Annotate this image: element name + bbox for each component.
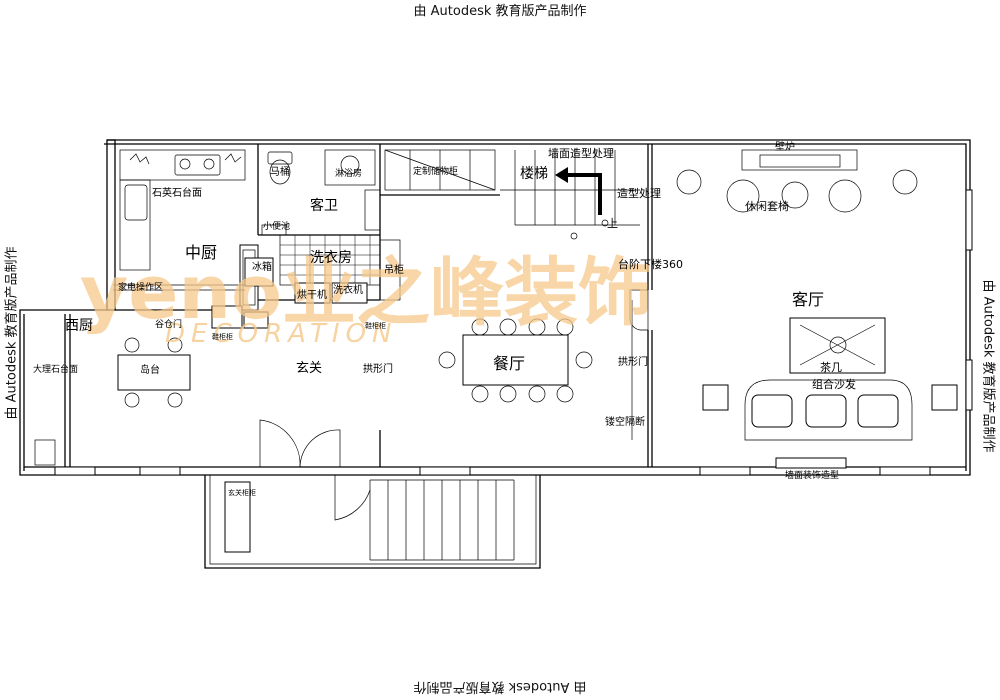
label-custom-storage: 定制储物柜: [413, 165, 458, 177]
label-wall-decor: 墙面装饰造型: [785, 469, 839, 481]
label-tea-table: 茶几: [820, 361, 842, 374]
watermark-brand: yeno业之峰装饰: [80, 250, 652, 336]
label-stairs: 楼梯: [520, 166, 548, 182]
label-hollow-partition: 镂空隔断: [605, 415, 645, 428]
room-labels: 中厨 西厨 客卫 洗衣房 楼梯 客厅 餐厅 玄关: [65, 166, 824, 376]
label-dining: 餐厅: [493, 354, 525, 373]
label-small-basin: 小便池: [263, 220, 290, 232]
label-shower: 淋浴房: [335, 167, 362, 179]
label-marble-counter: 大理石台面: [33, 363, 78, 375]
entry-area: [211, 305, 515, 561]
label-fireplace: 壁炉: [775, 140, 795, 153]
label-leisure-chairs: 休闲套椅: [745, 199, 789, 213]
label-arch-door-mid: 拱形门: [363, 362, 393, 375]
dining-area: [438, 300, 633, 440]
label-quartz-counter: 石英石台面: [152, 186, 202, 199]
storage-and-stairs: [384, 149, 640, 240]
label-fridge: 冰箱: [252, 260, 272, 273]
western-kitchen: [34, 337, 191, 466]
label-wall-shape: 墙面造型处理: [548, 146, 614, 160]
outer-walls: [19, 139, 973, 569]
label-sliding-door: 谷仓门: [155, 318, 182, 330]
watermark-sub: DECORATION: [165, 319, 398, 349]
label-shape-treatment: 造型处理: [617, 186, 661, 200]
label-sofa-set: 组合沙发: [812, 377, 856, 391]
annotation-labels: 石英石台面 家电操作区 谷仓门 马桶 淋浴房 小便池 冰箱 烘干机 洗衣机 吊柜…: [33, 140, 856, 497]
laundry-room: [244, 234, 401, 304]
label-step-down: 台阶下楼360: [618, 257, 683, 271]
label-shoe-cabinet-2: 鞋柜柜: [212, 332, 233, 341]
label-island: 岛台: [140, 363, 160, 376]
label-dryer: 烘干机: [297, 288, 327, 301]
living-room: [676, 149, 958, 469]
label-cabinet: 吊柜: [384, 263, 404, 276]
label-living-room: 客厅: [792, 290, 824, 309]
label-western-kitchen: 西厨: [65, 318, 93, 334]
label-washer: 洗衣机: [333, 283, 363, 296]
label-appliance-area: 家电操作区: [118, 281, 163, 293]
label-middle-kitchen: 中厨: [185, 243, 217, 262]
label-shoe-cabinet-1: 玄关柜柜: [228, 488, 256, 497]
watermark-stamp-top: 由 Autodesk 教育版产品制作: [413, 4, 587, 19]
label-arch-door-right: 拱形门: [618, 355, 648, 368]
label-guest-bath: 客卫: [310, 197, 338, 214]
guest-bath: [261, 149, 381, 236]
label-foyer: 玄关: [296, 361, 322, 376]
label-laundry: 洗衣房: [310, 250, 352, 266]
label-cabinet-small: 鞋柜柜: [365, 321, 386, 330]
label-up: 上: [607, 217, 618, 230]
label-toilet: 马桶: [270, 165, 290, 178]
